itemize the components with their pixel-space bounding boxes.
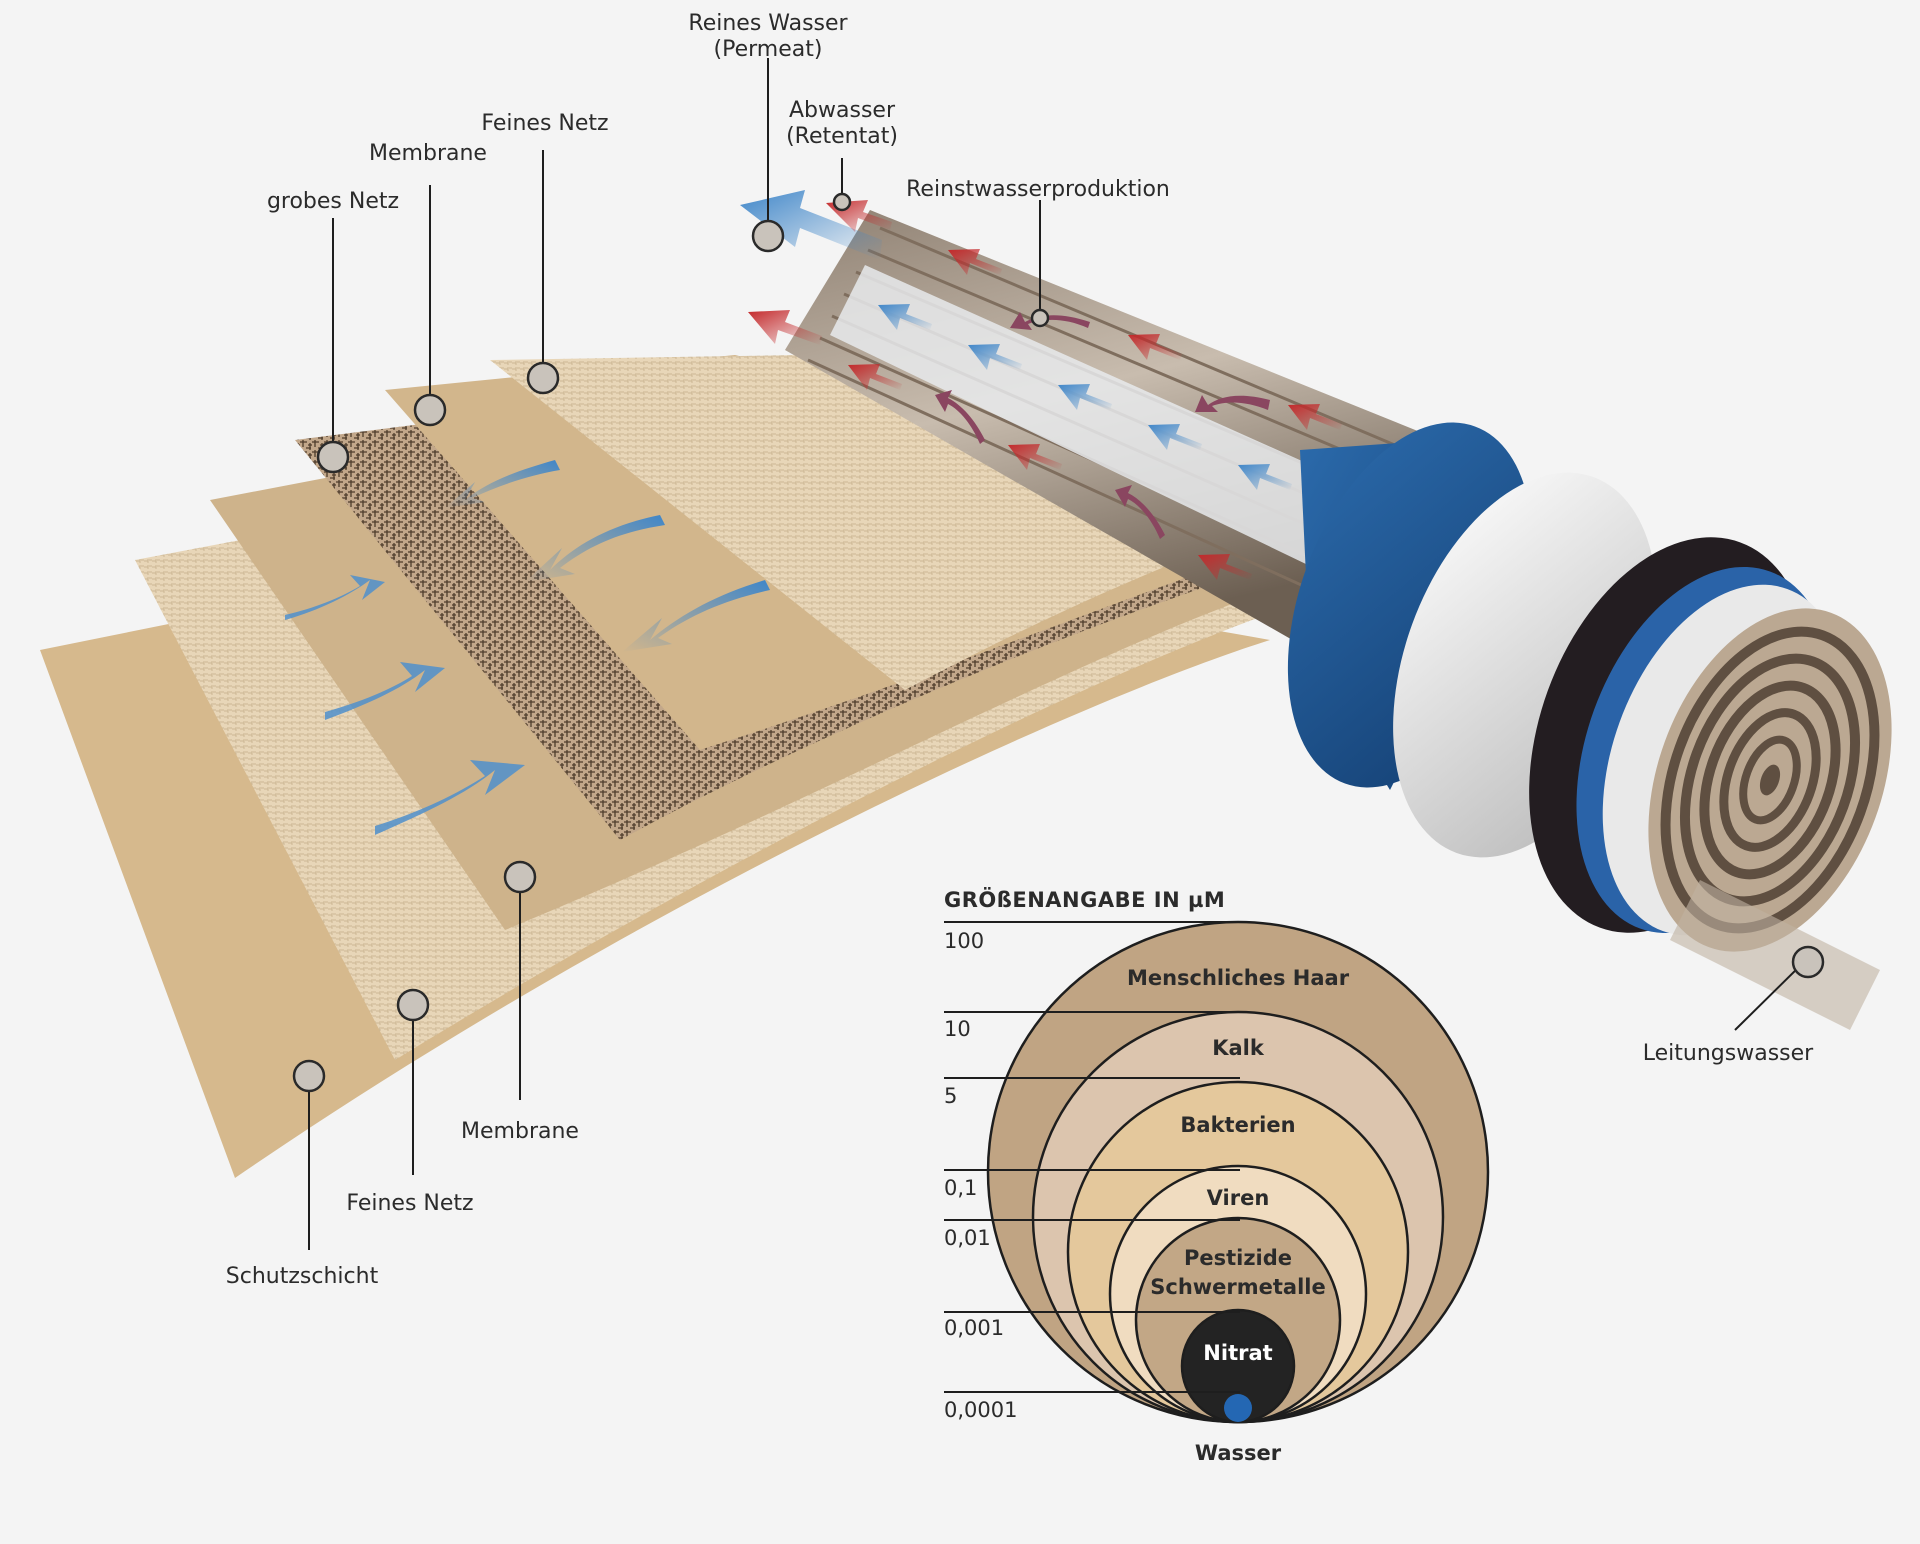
permeat-arrow: [1058, 384, 1112, 410]
label-abwasser-1: Abwasser: [789, 98, 896, 123]
retentat-arrow: [848, 364, 902, 390]
flow-arrow: [285, 575, 385, 620]
label-leitungswasser: Leitungswasser: [1643, 1041, 1814, 1066]
size-circles: [986, 920, 1490, 1424]
feed-pipe: [1670, 880, 1880, 1030]
retentat-arrow: [1008, 444, 1062, 470]
flow-arrow: [375, 760, 525, 835]
tick-0-0001: 0,0001: [944, 1398, 1017, 1422]
label-schutzschicht: Schutzschicht: [226, 1264, 379, 1289]
tick-100: 100: [944, 929, 984, 953]
tick-0-001: 0,001: [944, 1316, 1004, 1340]
permeat-arrow: [878, 304, 932, 330]
label-nitrat: Nitrat: [1203, 1341, 1272, 1365]
dot-membrane-bottom[interactable]: [503, 860, 537, 894]
retentat-arrow: [1128, 334, 1182, 360]
layer-flow-arrows: [285, 460, 770, 835]
label-reines-wasser-2: (Permeat): [714, 37, 823, 62]
size-scale: GRÖßENANGABE IN µM 100 10 5 0,1 0,01 0,0…: [944, 887, 1490, 1465]
label-membrane-bottom: Membrane: [461, 1119, 579, 1144]
dot-abwasser[interactable]: [832, 192, 852, 212]
label-wasser: Wasser: [1195, 1441, 1282, 1465]
curved-flow-arrow: [935, 390, 985, 444]
flow-arrow: [445, 460, 560, 508]
retentat-outlet-arrow-lower: [748, 310, 822, 345]
label-reines-wasser-1: Reines Wasser: [688, 11, 848, 36]
circle-wasser: [1224, 1394, 1252, 1422]
filter-module: [785, 210, 1892, 1030]
label-menschliches-haar: Menschliches Haar: [1127, 966, 1350, 990]
label-feines-netz-top: Feines Netz: [481, 111, 608, 136]
permeat-arrow: [1148, 424, 1202, 450]
curved-flow-arrow: [1115, 485, 1165, 539]
dot-grobes-netz[interactable]: [316, 440, 350, 474]
diagram-labels: Reines Wasser (Permeat) Abwasser (Retent…: [226, 11, 1814, 1289]
label-kalk: Kalk: [1212, 1036, 1265, 1060]
tick-0-1: 0,1: [944, 1176, 977, 1200]
curved-flow-arrow: [1010, 312, 1090, 330]
tick-5: 5: [944, 1084, 957, 1108]
label-bakterien: Bakterien: [1180, 1113, 1295, 1137]
leader-lines: [308, 58, 1807, 1250]
flow-arrow: [525, 515, 665, 582]
label-viren: Viren: [1207, 1186, 1270, 1210]
dot-leitungswasser[interactable]: [1791, 945, 1825, 979]
end-face-spiral: [1648, 608, 1892, 952]
scale-tick-labels: 100 10 5 0,1 0,01 0,001 0,0001: [944, 929, 1017, 1422]
label-feines-netz-bottom: Feines Netz: [346, 1191, 473, 1216]
tube-flow-arrows: [740, 190, 1342, 580]
label-membrane-top: Membrane: [369, 141, 487, 166]
tick-10: 10: [944, 1017, 971, 1041]
circle-labels: Menschliches Haar Kalk Bakterien Viren P…: [1127, 966, 1350, 1465]
label-grobes-netz: grobes Netz: [267, 189, 399, 214]
membrane-layers: [40, 355, 1290, 1178]
label-abwasser-2: (Retentat): [786, 124, 898, 149]
retentat-arrow: [948, 249, 1002, 275]
label-reinstwasser: Reinstwasserproduktion: [906, 177, 1170, 202]
label-dots: [292, 192, 1825, 1093]
tick-0-01: 0,01: [944, 1226, 991, 1250]
label-schwermetalle: Schwermetalle: [1150, 1275, 1326, 1299]
retentat-arrow: [1198, 554, 1252, 580]
size-scale-title: GRÖßENANGABE IN µM: [944, 887, 1225, 912]
flow-arrow: [325, 662, 445, 720]
layer-feines-netz-top: [490, 355, 1290, 690]
flow-arrow: [622, 580, 770, 652]
dot-membrane-top[interactable]: [413, 393, 447, 427]
dot-feines-netz-bottom[interactable]: [396, 988, 430, 1022]
curved-flow-arrow: [1195, 395, 1270, 412]
scale-tick-lines: [944, 921, 1240, 1393]
dot-feines-netz-top[interactable]: [526, 361, 560, 395]
permeat-outlet-arrow: [740, 190, 882, 260]
dot-reines-wasser[interactable]: [751, 219, 785, 253]
permeat-arrow: [1238, 464, 1292, 490]
permeat-arrow: [968, 344, 1022, 370]
dot-reinstwasser[interactable]: [1030, 308, 1050, 328]
retentat-arrow: [1288, 404, 1342, 430]
label-pestizide: Pestizide: [1184, 1246, 1292, 1270]
dot-schutzschicht[interactable]: [292, 1059, 326, 1093]
